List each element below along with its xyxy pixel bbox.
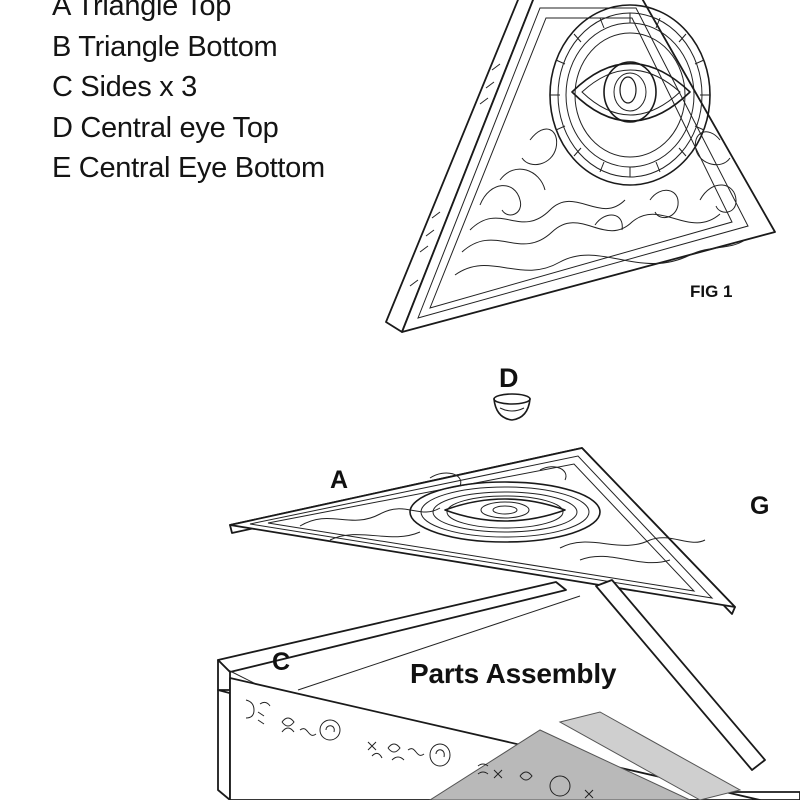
parts-list: A Triangle Top B Triangle Bottom C Sides…: [52, 0, 325, 189]
assembly-title: Parts Assembly: [410, 658, 617, 689]
fig1-assembled-pyramid: [385, 0, 776, 333]
part-label-d: D: [499, 363, 519, 393]
figure-label: FIG 1: [690, 282, 733, 301]
part-d-eye-top: [493, 393, 531, 421]
assembly-guide-line: [297, 595, 581, 691]
fig1-eye-medallion: [549, 4, 711, 186]
parts-list-item-a: A Triangle Top: [52, 0, 232, 22]
parts-list-item-c: C Sides x 3: [52, 71, 197, 103]
part-label-g: G: [750, 492, 770, 520]
part-label-c: C: [272, 648, 291, 676]
part-a-triangle-top: [229, 447, 736, 615]
parts-list-item-e: E Central Eye Bottom: [52, 152, 325, 184]
parts-list-item-d: D Central eye Top: [52, 111, 279, 144]
parts-list-item-b: B Triangle Bottom: [52, 30, 278, 63]
side-panels: [217, 579, 800, 800]
part-label-a: A: [330, 466, 349, 494]
